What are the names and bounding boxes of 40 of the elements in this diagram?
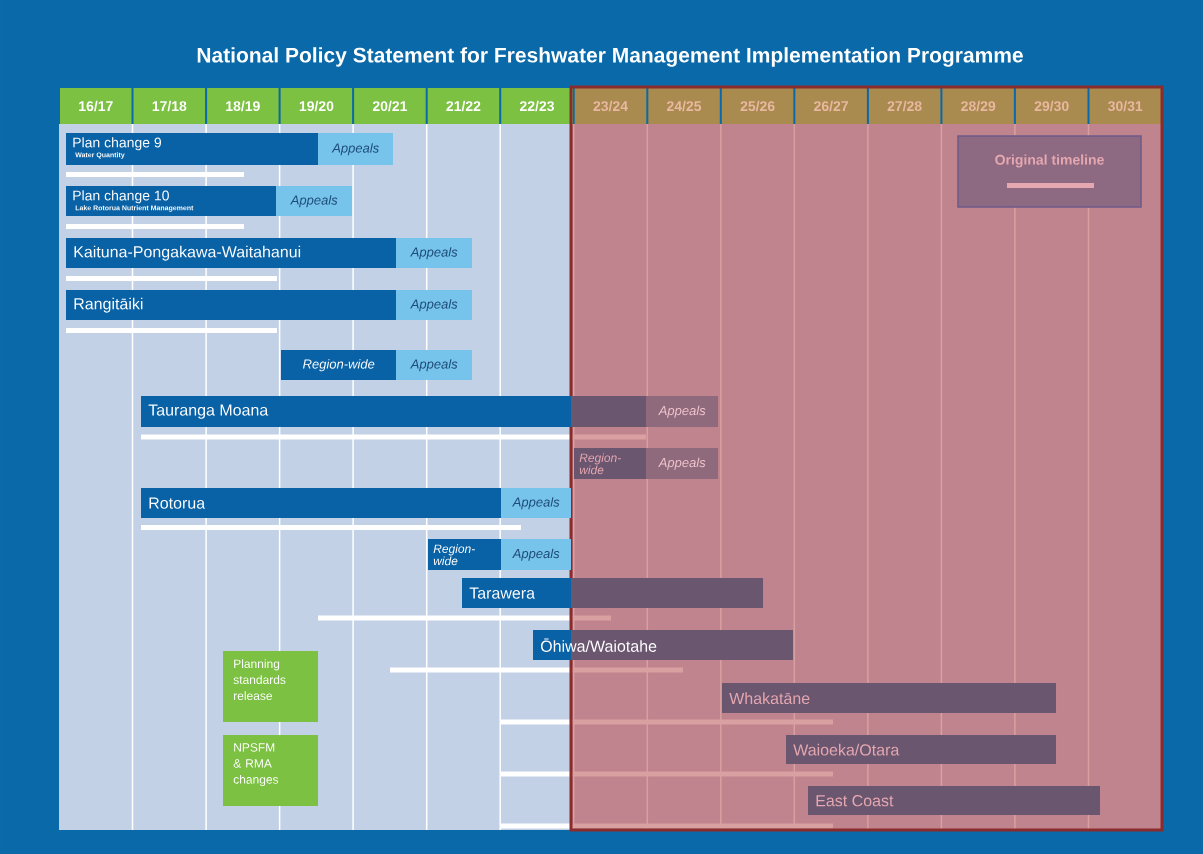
plan-bar: Whakatāne xyxy=(722,683,1056,713)
plan-bar: Rangitāiki xyxy=(66,290,396,320)
plan-bar: Kaituna-Pongakawa-Waitahanui xyxy=(66,238,396,268)
title: National Policy Statement for Freshwater Management Implementation Programme xyxy=(197,47,1023,67)
plan-bar: Region-wide xyxy=(281,350,396,380)
column-header: 29/30 xyxy=(1015,88,1088,124)
appeals-bar: Appeals xyxy=(396,350,472,380)
appeals-bar: Appeals xyxy=(501,488,571,518)
appeals-bar: Appeals xyxy=(501,539,571,570)
appeals-bar: Appeals xyxy=(318,133,393,165)
column-header: 28/29 xyxy=(942,88,1014,124)
column-header: 18/19 xyxy=(207,88,279,124)
plan-bar: Tarawera xyxy=(462,578,763,608)
legend-box: Original timeline xyxy=(957,135,1142,208)
column-header: 19/20 xyxy=(280,88,353,124)
note-box: NPSFM & RMA changes xyxy=(223,735,318,806)
column-header: 26/27 xyxy=(795,88,867,124)
column-header: 24/25 xyxy=(648,88,720,124)
plan-bar: Region-wide xyxy=(574,448,646,479)
note-box: Planning standards release xyxy=(223,651,318,722)
column-header: 27/28 xyxy=(868,88,941,124)
plan-bar: Rotorua xyxy=(141,488,501,518)
column-header: 25/26 xyxy=(721,88,794,124)
appeals-bar: Appeals xyxy=(276,186,352,216)
appeals-bar: Appeals xyxy=(396,290,472,320)
column-header: 16/17 xyxy=(60,88,132,124)
column-header: 30/31 xyxy=(1089,88,1161,124)
column-header: 22/23 xyxy=(501,88,573,124)
column-header: 17/18 xyxy=(133,88,206,124)
appeals-bar: Appeals xyxy=(396,238,472,268)
plan-bar: East Coast xyxy=(808,786,1100,815)
plan-bar: Tauranga Moana xyxy=(141,396,646,427)
appeals-bar: Appeals xyxy=(646,396,718,427)
plan-bar: Waioeka/Otara xyxy=(786,735,1056,764)
column-header: 23/24 xyxy=(574,88,647,124)
column-header: 20/21 xyxy=(354,88,426,124)
appeals-bar: Appeals xyxy=(646,448,718,479)
node-label: Tarawera xyxy=(469,587,536,599)
column-header: 21/22 xyxy=(427,88,500,124)
plan-bar: Region-wide xyxy=(428,539,501,570)
